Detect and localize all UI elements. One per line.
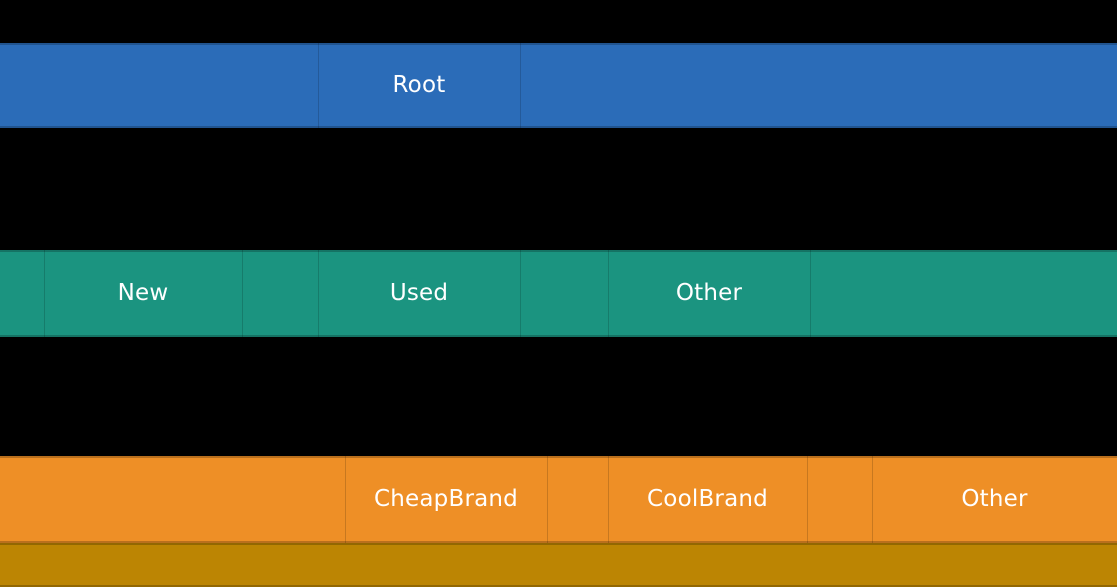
icicle-node-blank-0-2[interactable]: [520, 43, 1117, 128]
icicle-node-blank-1-0[interactable]: [0, 250, 44, 337]
icicle-tier-root: Root: [0, 43, 1117, 128]
icicle-node-other[interactable]: Other: [872, 456, 1117, 543]
icicle-node-blank-3-0[interactable]: [0, 543, 1117, 587]
icicle-node-other[interactable]: Other: [608, 250, 810, 337]
icicle-node-blank-2-4[interactable]: [807, 456, 872, 543]
icicle-node-blank-1-2[interactable]: [242, 250, 318, 337]
icicle-node-new[interactable]: New: [44, 250, 242, 337]
tier-bottom-divider: [0, 126, 1117, 128]
icicle-node-label: Used: [389, 280, 449, 306]
icicle-node-blank-1-6[interactable]: [810, 250, 1117, 337]
icicle-node-blank-1-4[interactable]: [520, 250, 608, 337]
icicle-node-blank-2-0[interactable]: [0, 456, 345, 543]
icicle-node-label: Root: [392, 72, 446, 98]
tier-top-divider: [0, 43, 1117, 45]
icicle-tier-leaf: [0, 543, 1117, 587]
icicle-node-root[interactable]: Root: [318, 43, 520, 128]
icicle-node-label: Other: [961, 486, 1028, 512]
tier-top-divider: [0, 543, 1117, 545]
icicle-node-blank-2-2[interactable]: [547, 456, 608, 543]
tier-top-divider: [0, 250, 1117, 252]
icicle-node-cheapbrand[interactable]: CheapBrand: [345, 456, 547, 543]
icicle-node-label: CheapBrand: [374, 486, 518, 512]
icicle-node-blank-0-0[interactable]: [0, 43, 318, 128]
tier-top-divider: [0, 456, 1117, 458]
icicle-node-label: New: [117, 280, 169, 306]
tier-bottom-divider: [0, 541, 1117, 543]
icicle-tier-brand: CheapBrand CoolBrand Other: [0, 456, 1117, 543]
icicle-node-label: CoolBrand: [647, 486, 768, 512]
icicle-node-coolbrand[interactable]: CoolBrand: [608, 456, 807, 543]
icicle-node-used[interactable]: Used: [318, 250, 520, 337]
tier-bottom-divider: [0, 585, 1117, 587]
icicle-node-label: Other: [675, 280, 743, 306]
icicle-tier-condition: New Used Other: [0, 250, 1117, 337]
tier-bottom-divider: [0, 335, 1117, 337]
